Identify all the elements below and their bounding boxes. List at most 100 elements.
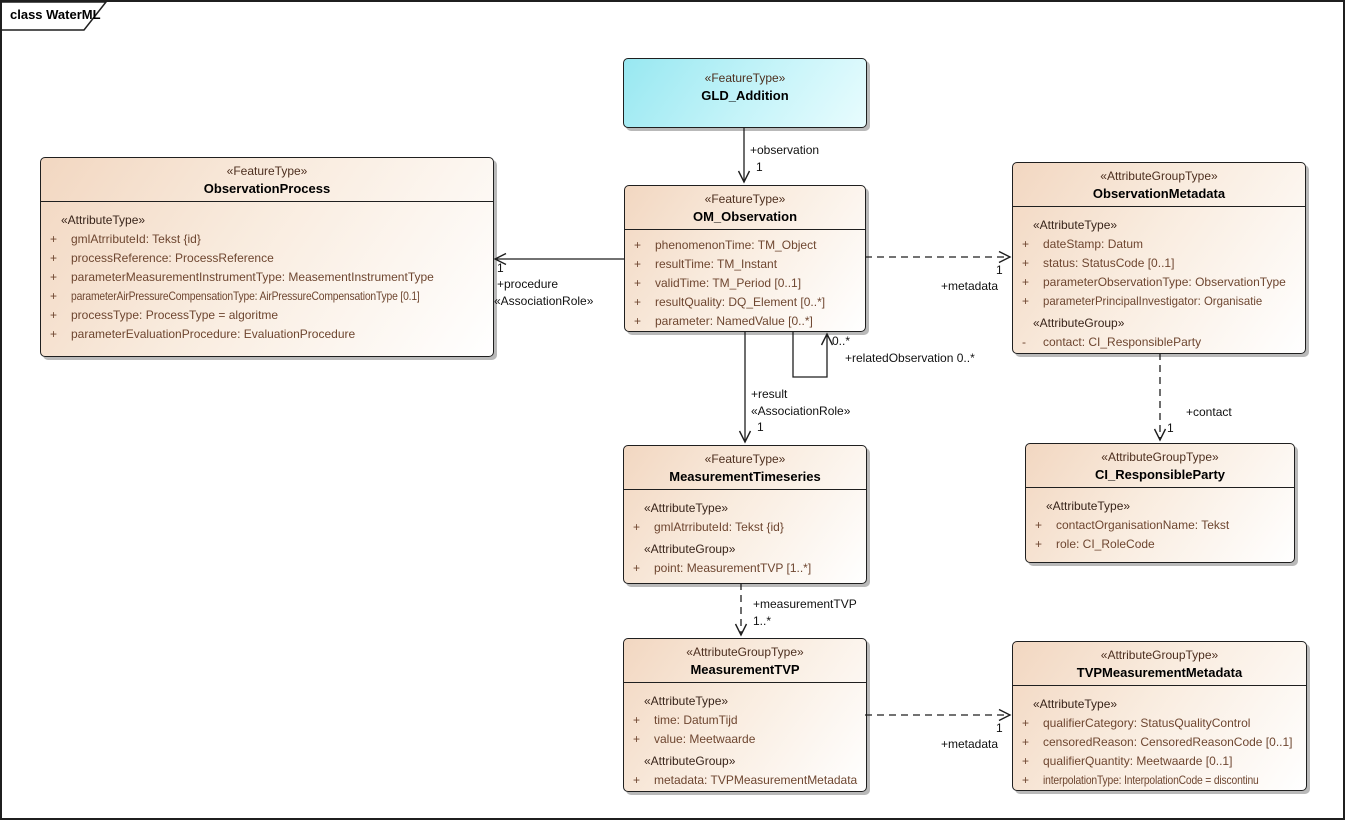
role-label-related-observation: +relatedObservation 0..* xyxy=(845,351,975,365)
attribute-row: +gmlAtrributeId: Tekst {id} xyxy=(624,517,866,536)
attribute-row: + interpolationType: InterpolationCode = … xyxy=(1013,770,1306,789)
attribute-text: parameterEvaluationProcedure: Evaluation… xyxy=(71,326,356,341)
visibility-symbol: + xyxy=(1022,236,1030,251)
attributes-compartment: «AttributeType» +gmlAtrributeId: Tekst {… xyxy=(41,202,493,343)
attribute-text: dateStamp: Datum xyxy=(1043,236,1144,251)
attribute-row: +qualifierQuantity: Meetwaarde [0..1] xyxy=(1013,751,1306,770)
attribute-text: parameter: NamedValue [0..*] xyxy=(655,313,813,328)
class-header: «AttributeGroupType» CI_ResponsibleParty xyxy=(1026,444,1294,488)
attribute-text: resultQuality: DQ_Element [0..*] xyxy=(655,294,826,309)
visibility-symbol: + xyxy=(1022,255,1030,270)
visibility-symbol: + xyxy=(1022,772,1030,787)
class-name: MeasurementTimeseries xyxy=(669,469,821,484)
visibility-symbol: + xyxy=(50,231,58,246)
section-stereotype: «AttributeGroup» xyxy=(1033,316,1125,330)
role-label-result: +result xyxy=(751,387,788,401)
attribute-row: + dateStamp: Datum xyxy=(1013,234,1305,253)
section-stereotype: «AttributeType» xyxy=(644,501,729,515)
attributes-compartment: +phenomenonTime: TM_Object + resultTime: … xyxy=(625,230,865,330)
section-stereotype: «AttributeType» xyxy=(1046,499,1131,513)
attributes-compartment: «AttributeType» +contactOrganisationName… xyxy=(1026,488,1294,553)
stereotype-label-procedure: «AssociationRole» xyxy=(494,294,594,308)
attribute-text: metadata: TVPMeasurementMetadata xyxy=(654,772,858,787)
attribute-row: +parameter: NamedValue [0..*] xyxy=(625,311,865,330)
attribute-row: -contact: CI_ResponsibleParty xyxy=(1013,332,1305,351)
attributes-compartment: «AttributeType» +time: DatumTijd +value:… xyxy=(624,683,866,789)
attribute-row: +phenomenonTime: TM_Object xyxy=(625,235,865,254)
attribute-text: point: MeasurementTVP [1..*] xyxy=(654,560,812,575)
class-box-observation-metadata[interactable]: «AttributeGroupType» ObservationMetadata… xyxy=(1012,162,1306,354)
class-header: «AttributeGroupType» TVPMeasurementMetad… xyxy=(1013,642,1306,686)
class-stereotype: «FeatureType» xyxy=(704,71,786,85)
stereotype-label-result: «AssociationRole» xyxy=(751,404,851,418)
multiplicity-label-measurement-tvp: 1..* xyxy=(753,614,772,628)
attribute-text: role: CI_RoleCode xyxy=(1056,536,1155,551)
attribute-row: +parameterMeasurementInstrumentType: Mea… xyxy=(41,267,493,286)
class-box-gld-addition[interactable]: «FeatureType» GLD_Addition xyxy=(623,58,867,128)
visibility-symbol: + xyxy=(633,772,641,787)
multiplicity-label-related-observation: 0..* xyxy=(832,334,851,348)
class-header: «FeatureType» ObservationProcess xyxy=(41,158,493,202)
attribute-text: value: Meetwaarde xyxy=(654,731,756,746)
class-header: «FeatureType» MeasurementTimeseries xyxy=(624,446,866,490)
visibility-symbol: + xyxy=(1035,536,1043,551)
attribute-text: censoredReason: CensoredReasonCode [0..1… xyxy=(1043,734,1293,749)
attribute-row: + processReference: ProcessReference xyxy=(41,248,493,267)
class-stereotype: «AttributeGroupType» xyxy=(686,645,804,659)
attribute-text: parameterPrincipalInvestigator: Organisa… xyxy=(1043,293,1263,308)
attribute-row: +validTime: TM_Period [0..1] xyxy=(625,273,865,292)
class-name: ObservationMetadata xyxy=(1092,186,1226,201)
section-stereotype: «AttributeGroup» xyxy=(644,542,736,556)
class-box-tvp-measurement-metadata[interactable]: «AttributeGroupType» TVPMeasurementMetad… xyxy=(1012,641,1307,791)
class-box-om-observation[interactable]: «FeatureType» OM_Observation +phenomenon… xyxy=(624,185,866,332)
visibility-symbol: + xyxy=(633,731,641,746)
attribute-text: parameterAirPressureCompensationType: Ai… xyxy=(71,288,420,303)
attribute-text: qualifierCategory: StatusQualityControl xyxy=(1043,715,1251,730)
attribute-row: +contactOrganisationName: Tekst xyxy=(1026,515,1294,534)
visibility-symbol: + xyxy=(634,237,642,252)
class-stereotype: «FeatureType» xyxy=(704,192,786,206)
visibility-symbol: + xyxy=(50,307,58,322)
diagram-tab-title: class WaterML xyxy=(10,7,101,22)
attribute-row: + parameterAirPressureCompensationType: A… xyxy=(41,286,493,305)
attribute-text: resultTime: TM_Instant xyxy=(655,256,778,271)
multiplicity-label-contact: 1 xyxy=(1167,421,1174,435)
class-stereotype: «AttributeGroupType» xyxy=(1100,648,1219,662)
class-box-observation-process[interactable]: «FeatureType» ObservationProcess «Attrib… xyxy=(40,157,494,357)
visibility-symbol: + xyxy=(50,288,58,303)
attribute-row: +point: MeasurementTVP [1..*] xyxy=(624,558,866,577)
attributes-compartment: «AttributeType» +qualifierCategory: Stat… xyxy=(1013,686,1306,789)
attribute-text: processReference: ProcessReference xyxy=(71,250,274,265)
attribute-row: + censoredReason: CensoredReasonCode [0..… xyxy=(1013,732,1306,751)
attribute-text: qualifierQuantity: Meetwaarde [0..1] xyxy=(1043,753,1233,768)
attribute-text: interpolationType: InterpolationCode = d… xyxy=(1043,772,1259,787)
visibility-symbol: + xyxy=(1022,293,1030,308)
visibility-symbol: + xyxy=(1022,734,1030,749)
multiplicity-label-observation: 1 xyxy=(756,160,763,174)
class-box-measurement-timeseries[interactable]: «FeatureType» MeasurementTimeseries «Att… xyxy=(623,445,867,584)
attribute-row: +parameterObservationType: ObservationTy… xyxy=(1013,272,1305,291)
attribute-text: gmlAtrributeId: Tekst {id} xyxy=(654,519,784,534)
class-stereotype: «FeatureType» xyxy=(704,452,786,466)
attribute-text: contact: CI_ResponsibleParty xyxy=(1043,334,1202,349)
class-box-ci-responsible-party[interactable]: «AttributeGroupType» CI_ResponsibleParty… xyxy=(1025,443,1295,563)
class-box-measurement-tvp[interactable]: «AttributeGroupType» MeasurementTVP «Att… xyxy=(623,638,867,792)
role-label-metadata-bottom: +metadata xyxy=(941,737,999,751)
attribute-row: +qualifierCategory: StatusQualityControl xyxy=(1013,713,1306,732)
attribute-text: status: StatusCode [0..1] xyxy=(1043,255,1175,270)
attribute-row: + value: Meetwaarde xyxy=(624,729,866,748)
attribute-text: gmlAtrributeId: Tekst {id} xyxy=(71,231,201,246)
class-stereotype: «AttributeGroupType» xyxy=(1101,450,1219,464)
attribute-row: + status: StatusCode [0..1] xyxy=(1013,253,1305,272)
section-stereotype: «AttributeType» xyxy=(1033,218,1118,232)
visibility-symbol: + xyxy=(50,326,58,341)
visibility-symbol: + xyxy=(633,712,641,727)
class-name: TVPMeasurementMetadata xyxy=(1076,665,1243,680)
attribute-row: +resultQuality: DQ_Element [0..*] xyxy=(625,292,865,311)
class-stereotype: «AttributeGroupType» xyxy=(1100,169,1218,183)
visibility-symbol: + xyxy=(50,250,58,265)
class-stereotype: «FeatureType» xyxy=(226,164,308,178)
attribute-text: parameterMeasurementInstrumentType: Meas… xyxy=(71,269,434,284)
attributes-compartment: «AttributeType» +gmlAtrributeId: Tekst {… xyxy=(624,490,866,577)
